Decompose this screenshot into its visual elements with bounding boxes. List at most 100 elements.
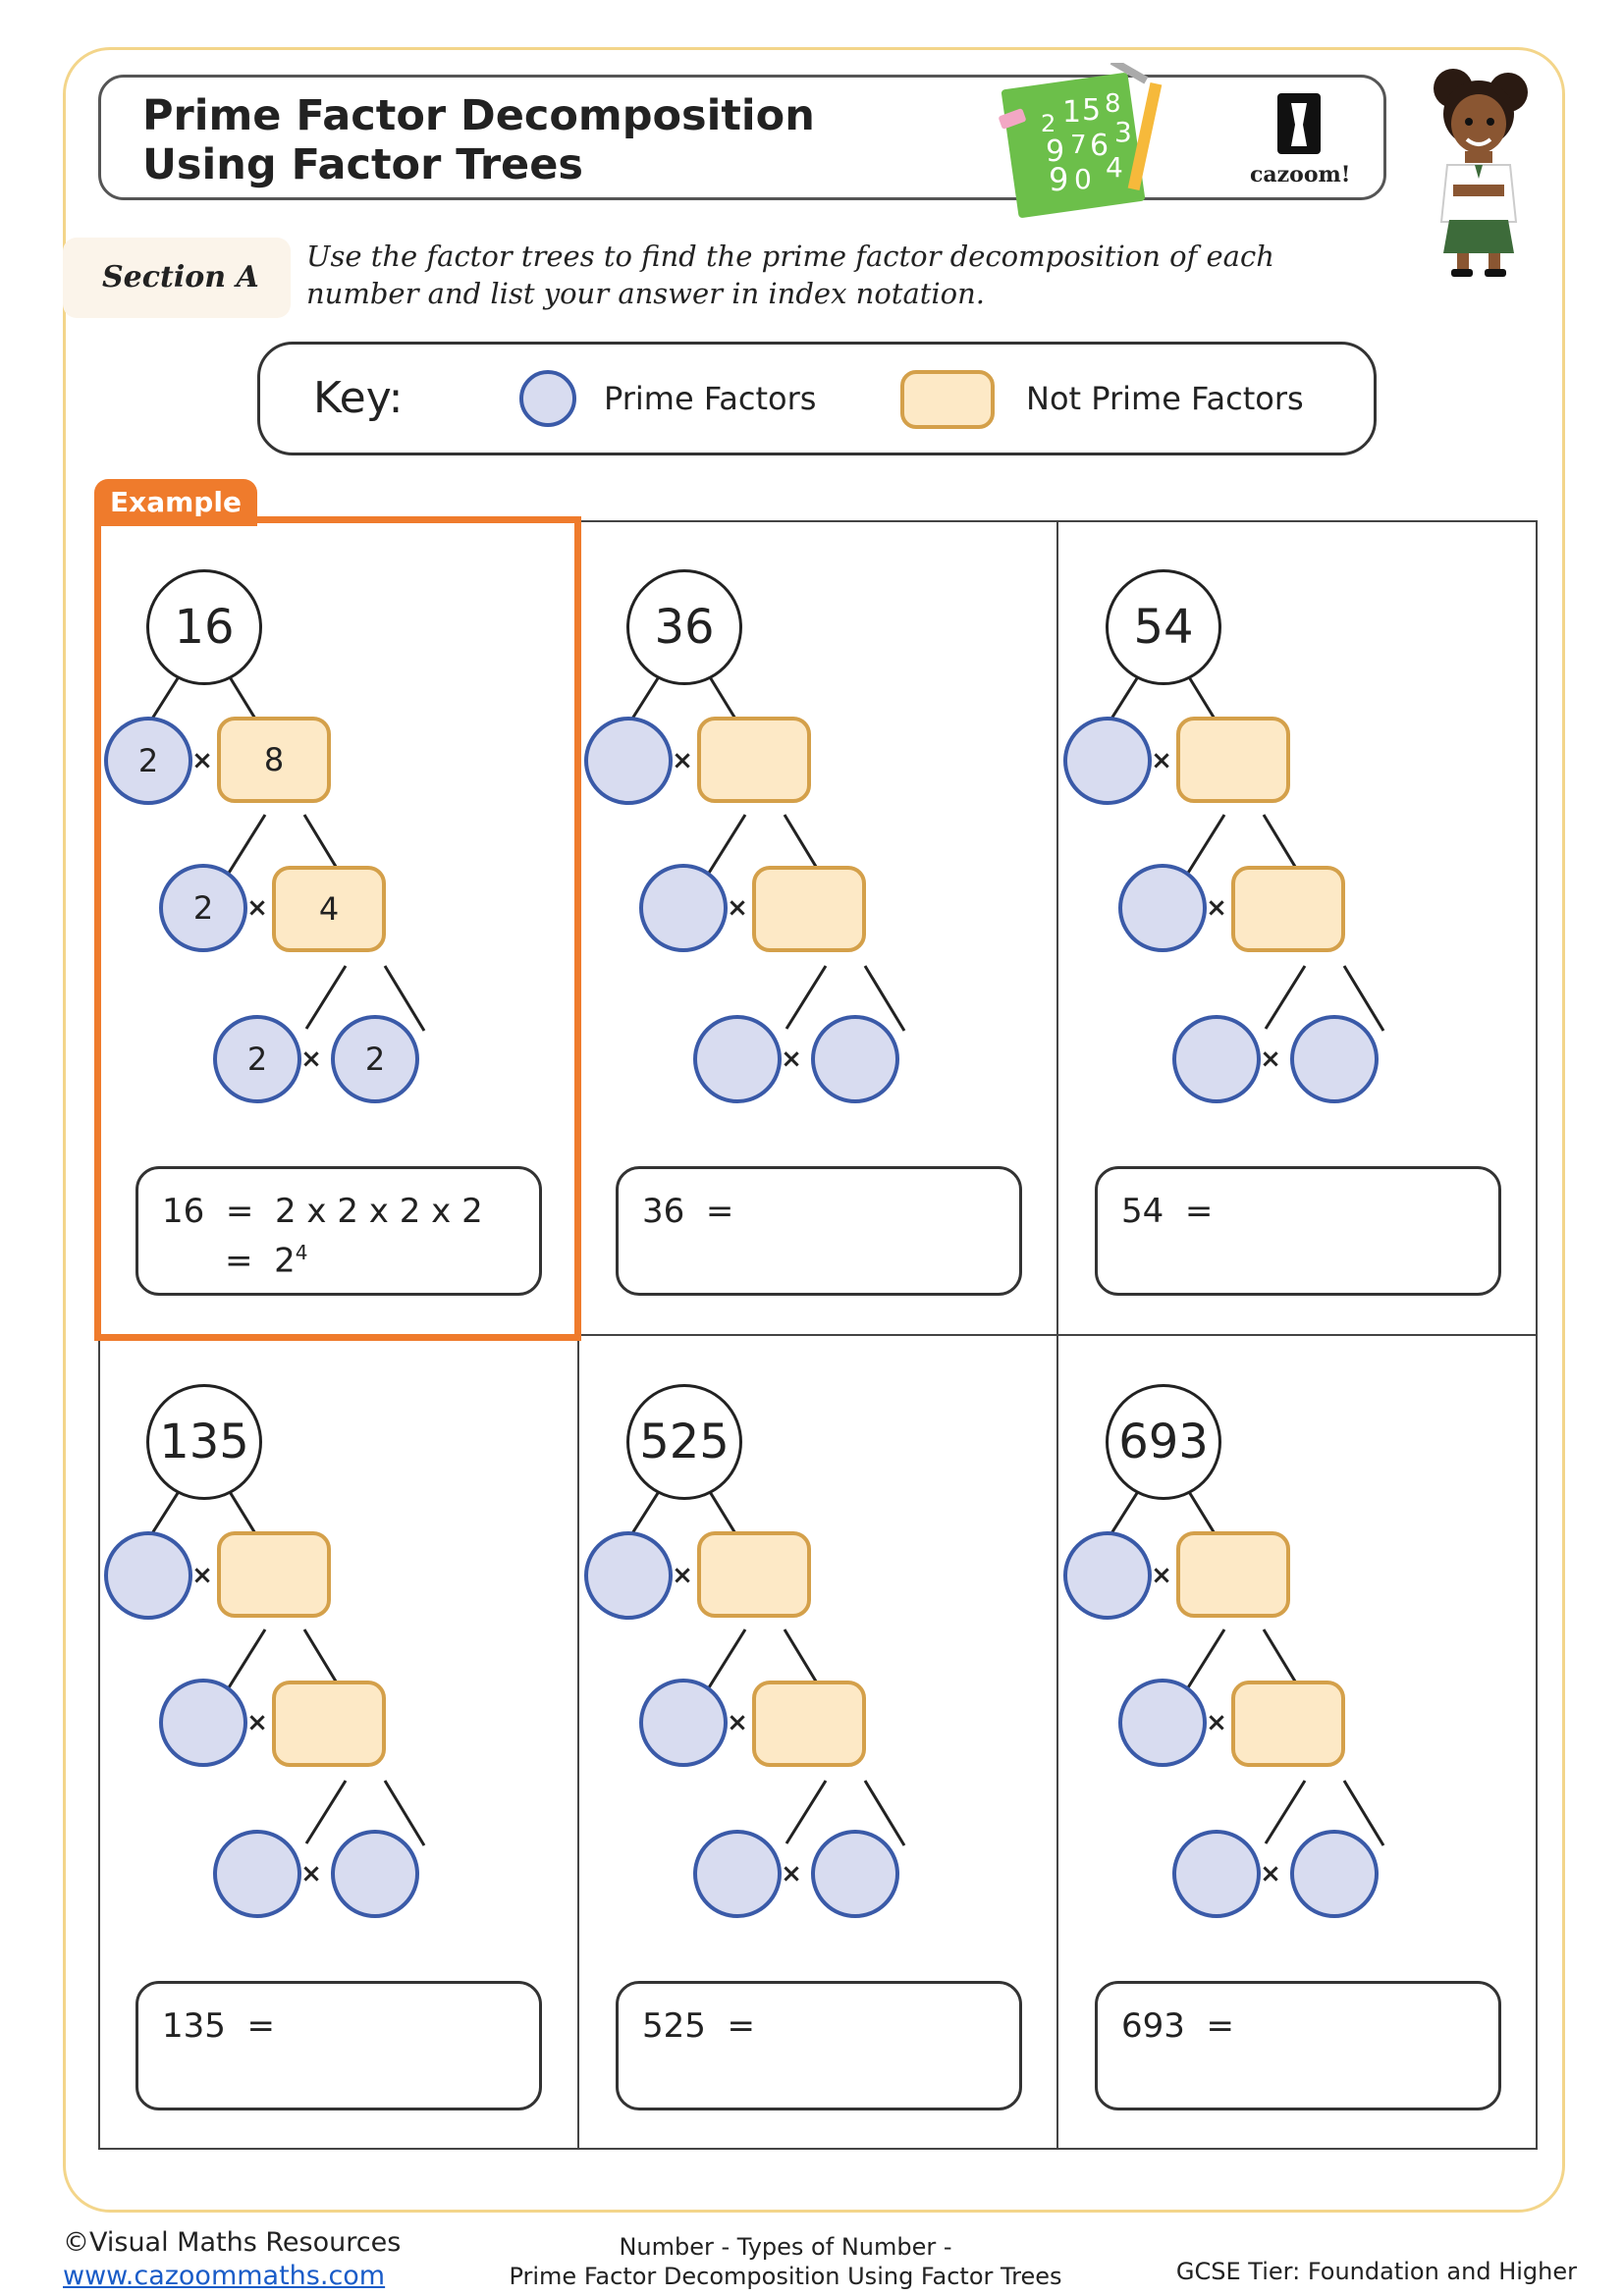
prime-factor-circle[interactable] (639, 864, 728, 952)
factor-tree-cell: 693×××693 = (1057, 1335, 1537, 2148)
key-label: Key: (313, 373, 404, 423)
times-symbol: × (672, 746, 693, 775)
prime-factor-circle[interactable] (584, 717, 673, 805)
answer-line-1: 36 = (642, 1192, 734, 1231)
times-symbol: × (1206, 1708, 1227, 1737)
factor-tree-cell: 525×××525 = (578, 1335, 1057, 2148)
not-prime-factor-swatch (900, 370, 995, 429)
prime-factor-circle[interactable] (331, 1830, 419, 1918)
tree-branch-line (383, 965, 426, 1032)
svg-text:5: 5 (1082, 93, 1101, 128)
times-symbol: × (191, 746, 213, 775)
answer-box[interactable]: 16 = 2 x 2 x 2 x 2= 24 (135, 1166, 542, 1296)
prime-factor-circle[interactable] (1290, 1830, 1379, 1918)
answer-line-2: = 24 (225, 1232, 307, 1281)
prime-factor-circle[interactable] (1063, 1531, 1152, 1620)
prime-factor-circle[interactable]: 2 (213, 1015, 301, 1103)
times-symbol: × (1206, 893, 1227, 923)
tree-branch-line (785, 1780, 828, 1844)
footer-credit: ©Visual Maths Resources www.cazoommaths.… (63, 2226, 401, 2293)
key-legend: Key: Prime Factors Not Prime Factors (257, 342, 1377, 455)
prime-factor-circle[interactable] (1172, 1015, 1261, 1103)
page-title: Prime Factor Decomposition Using Factor … (142, 91, 815, 189)
answer-box[interactable]: 135 = (135, 1981, 542, 2110)
prime-factor-circle[interactable] (811, 1015, 899, 1103)
tree-branch-line (785, 965, 828, 1030)
factor-tree-cell: 36 × × × 36 = (578, 520, 1057, 1333)
svg-text:2: 2 (1041, 110, 1056, 137)
prime-factor-swatch (519, 370, 576, 427)
answer-line-1: 525 = (642, 2006, 755, 2046)
svg-text:3: 3 (1114, 116, 1132, 148)
tree-branch-line (863, 965, 906, 1032)
non-prime-factor-box[interactable] (272, 1681, 386, 1767)
tree-branch-line (304, 965, 348, 1030)
non-prime-factor-box[interactable] (697, 1531, 811, 1618)
non-prime-factor-box[interactable] (1231, 866, 1345, 952)
prime-factor-circle[interactable] (584, 1531, 673, 1620)
times-symbol: × (781, 1859, 802, 1889)
svg-text:1: 1 (1062, 95, 1081, 130)
answer-box[interactable]: 54 = (1095, 1166, 1501, 1296)
root-number: 36 (626, 569, 742, 685)
answer-line-1: 693 = (1121, 2006, 1234, 2046)
prime-factor-circle[interactable] (1118, 1679, 1207, 1767)
prime-factor-circle[interactable] (1118, 864, 1207, 952)
prime-factor-circle[interactable] (213, 1830, 301, 1918)
footer-tier: GCSE Tier: Foundation and Higher (1175, 2258, 1577, 2285)
tree-branch-line (383, 1780, 426, 1846)
tree-branch-line (1264, 965, 1307, 1030)
answer-box[interactable]: 525 = (616, 1981, 1022, 2110)
answer-box[interactable]: 693 = (1095, 1981, 1501, 2110)
tree-branch-line (1183, 814, 1226, 879)
times-symbol: × (1260, 1859, 1281, 1889)
prime-factor-circle[interactable] (1290, 1015, 1379, 1103)
times-symbol: × (1260, 1044, 1281, 1074)
svg-text:0: 0 (1074, 163, 1092, 195)
times-symbol: × (246, 1708, 268, 1737)
prime-factor-circle[interactable] (1063, 717, 1152, 805)
non-prime-factor-box[interactable] (1176, 717, 1290, 803)
prime-factor-circle[interactable] (639, 1679, 728, 1767)
times-symbol: × (300, 1044, 322, 1074)
root-number: 54 (1106, 569, 1221, 685)
prime-factor-circle[interactable] (693, 1015, 782, 1103)
times-symbol: × (781, 1044, 802, 1074)
non-prime-factor-box[interactable]: 8 (217, 717, 331, 803)
prime-factor-circle[interactable]: 2 (104, 717, 192, 805)
prime-factor-circle[interactable] (159, 1679, 247, 1767)
topic-line-1: Number - Types of Number - (619, 2233, 952, 2261)
prime-factors-label: Prime Factors (604, 380, 817, 417)
factor-tree-cell: 135×××135 = (98, 1335, 577, 2148)
website-link[interactable]: www.cazoommaths.com (63, 2261, 386, 2291)
non-prime-factor-box[interactable] (752, 866, 866, 952)
times-symbol: × (727, 893, 748, 923)
logo-mark-icon (1277, 93, 1321, 154)
non-prime-factor-box[interactable]: 4 (272, 866, 386, 952)
prime-factor-circle[interactable] (1172, 1830, 1261, 1918)
topic-line-2: Prime Factor Decomposition Using Factor … (509, 2263, 1062, 2290)
times-symbol: × (191, 1561, 213, 1590)
prime-factor-circle[interactable] (104, 1531, 192, 1620)
times-symbol: × (672, 1561, 693, 1590)
prime-factor-circle[interactable] (811, 1830, 899, 1918)
answer-box[interactable]: 36 = (616, 1166, 1022, 1296)
times-symbol: × (1151, 746, 1172, 775)
answer-line-1: 135 = (162, 2006, 275, 2046)
page-border (63, 47, 1565, 2213)
non-prime-factor-box[interactable] (1231, 1681, 1345, 1767)
svg-text:8: 8 (1105, 89, 1121, 119)
prime-factor-circle[interactable] (693, 1830, 782, 1918)
prime-factor-circle[interactable]: 2 (331, 1015, 419, 1103)
chalkboard-numbers-icon: 2 1 5 8 9 7 6 3 9 0 4 (999, 63, 1163, 218)
non-prime-factor-box[interactable] (752, 1681, 866, 1767)
non-prime-factor-box[interactable] (1176, 1531, 1290, 1618)
non-prime-factor-box[interactable] (697, 717, 811, 803)
answer-line-1: 54 = (1121, 1192, 1214, 1231)
prime-factor-circle[interactable]: 2 (159, 864, 247, 952)
tree-branch-line (1342, 965, 1385, 1032)
svg-text:4: 4 (1106, 151, 1123, 184)
non-prime-factor-box[interactable] (217, 1531, 331, 1618)
tree-branch-line (1183, 1629, 1226, 1693)
